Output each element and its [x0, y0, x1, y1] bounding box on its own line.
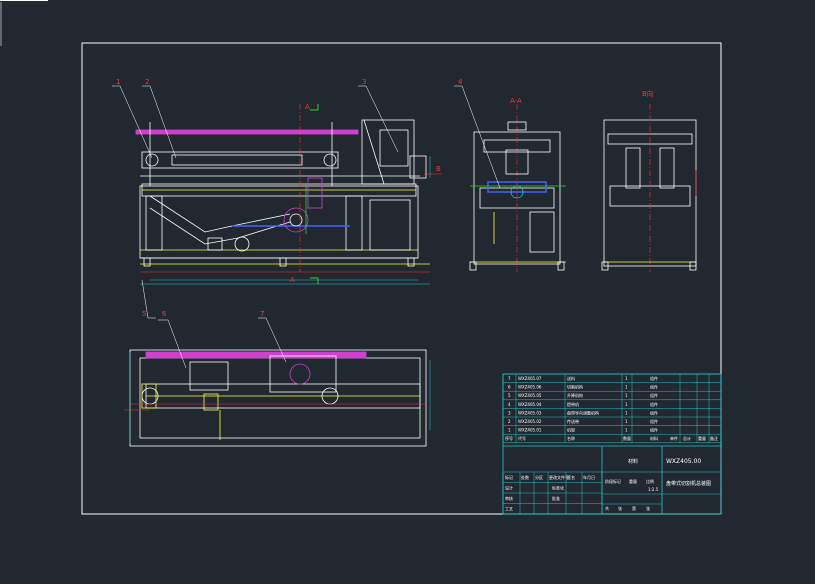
- bom-cell: 机架: [567, 427, 575, 433]
- drawing-name: 盘带式切割机总装图: [666, 480, 711, 487]
- view-b-label: B向: [642, 89, 654, 98]
- bom-cell: 1: [625, 419, 628, 424]
- bom-cell: 5: [508, 393, 511, 398]
- balloon-3: 3: [362, 78, 366, 86]
- balloon-4: 4: [458, 78, 463, 86]
- pulley-left: [145, 153, 159, 167]
- bom-header-cell: 备注: [710, 435, 718, 441]
- bom-cell: 6: [508, 385, 511, 390]
- stage-mark-label: 阶段标记: [605, 478, 621, 484]
- sheet-total-label: 共: [605, 505, 609, 511]
- sign-col-label: 签名: [567, 474, 575, 480]
- sheet-index-label: 第: [632, 505, 636, 511]
- bom-header-cell: 序号: [505, 435, 513, 441]
- bom-cell: 组件: [650, 401, 658, 407]
- balloon-1: 1: [116, 78, 120, 86]
- bom-cell: 1: [625, 428, 628, 433]
- bom-header-cell: 数量: [623, 435, 631, 441]
- bom-cell: WXZ405.06: [518, 385, 542, 390]
- section-cut-b: B: [436, 165, 441, 173]
- bom-cell: 2: [508, 419, 511, 424]
- bom-cell: 4: [508, 402, 511, 407]
- sign-col-label: 年月日: [583, 474, 595, 480]
- bom-header-cell: 名称: [567, 435, 575, 441]
- bom-cell: WXZ405.03: [518, 410, 542, 415]
- sign-row-label: 设计: [505, 485, 513, 491]
- sign-row-label: 标记: [505, 474, 513, 480]
- balloon-2: 2: [145, 78, 149, 86]
- sign-row-label: 工艺: [505, 507, 513, 512]
- pulley-right: [323, 153, 337, 167]
- bom-cell: 组件: [650, 375, 658, 381]
- sign-col-label: 分区: [535, 474, 543, 480]
- bom-header-cell: 总计: [683, 435, 691, 441]
- bom-header-cell: 代号: [518, 435, 526, 441]
- bom-cell: 组件: [650, 409, 658, 415]
- bom-cell: 送料: [567, 375, 575, 381]
- sign-col-label: 更改文件号: [549, 474, 569, 480]
- lift-arm: [149, 195, 291, 233]
- guide-mechanism: [361, 119, 415, 185]
- bom-cell: 组件: [650, 427, 658, 433]
- cutter-disc: [283, 207, 309, 233]
- bom-header-cell: 单件: [670, 435, 678, 441]
- mid-label: 批准: [552, 495, 560, 501]
- section-cut-a-top: A: [305, 103, 310, 111]
- balloon-numbers: 1 2 3 4 5 6 7: [116, 78, 463, 318]
- bom-cell: WXZ405.01: [518, 428, 542, 433]
- bom-cell: WXZ405.04: [518, 402, 542, 407]
- viewport-marker: [0, 0, 48, 1]
- signature-grid: 标记设计审核工艺 处数分区更改文件号签名 年月日标准化批准: [502, 471, 603, 515]
- bom-cell: 提带机: [567, 401, 579, 407]
- bom-cell: WXZ405.02: [518, 419, 542, 424]
- top-rail: [135, 129, 359, 135]
- sign-row-label: 审核: [505, 495, 513, 501]
- section-aa-label: A-A: [510, 97, 522, 105]
- sheet-total-unit: 张: [618, 505, 622, 511]
- bom-cell: 组件: [650, 418, 658, 424]
- balloon-7: 7: [260, 310, 264, 318]
- front-base-frame: [139, 185, 419, 259]
- bom-cell: WXZ405.07: [518, 376, 542, 381]
- view-b: [601, 104, 697, 272]
- sheet-index-unit: 张: [646, 505, 650, 511]
- drawing-number: WXZ405.00: [666, 458, 701, 465]
- bom-cell: 7: [508, 376, 511, 381]
- bom-cell: 1: [625, 376, 628, 381]
- balloon-5: 5: [142, 310, 146, 318]
- drawing-frame: [81, 42, 722, 515]
- scale-label: 比例: [646, 478, 654, 484]
- scale-value: 1:2.5: [648, 487, 659, 492]
- mid-label: 标准化: [552, 485, 564, 491]
- section-aa-view: [469, 104, 566, 272]
- bom-cell: 切割机构: [567, 384, 583, 390]
- bom-cell: 盘带导向调整机构: [567, 409, 599, 415]
- bom-cell: WXZ405.05: [518, 393, 542, 398]
- material-label: 材料: [628, 458, 638, 465]
- front-view: [135, 104, 442, 285]
- bom-cell: 1: [625, 393, 628, 398]
- balloon-6: 6: [162, 310, 167, 318]
- weight-label: 重量: [629, 478, 637, 484]
- bom-header-cell: 重量: [698, 435, 706, 441]
- bom-cell: 1: [625, 385, 628, 390]
- bom-cell: 3: [508, 410, 511, 415]
- bom-cell: 组件: [650, 392, 658, 398]
- section-cut-a-bottom: A: [290, 276, 295, 284]
- bom-header-cell: 材料: [650, 435, 658, 441]
- conveyor-belt: [141, 151, 339, 169]
- top-view: [124, 349, 431, 447]
- sign-col-label: 处数: [521, 474, 529, 480]
- bom-cell: 1: [625, 410, 628, 415]
- bom-cell: 1: [625, 402, 628, 407]
- bom-cell: 升降机构: [567, 392, 583, 398]
- balloon-leaders: [112, 85, 501, 369]
- bom-cell: 1: [508, 428, 511, 433]
- bom-cell: 组件: [650, 384, 658, 390]
- bom-cell: 传送带: [567, 418, 579, 424]
